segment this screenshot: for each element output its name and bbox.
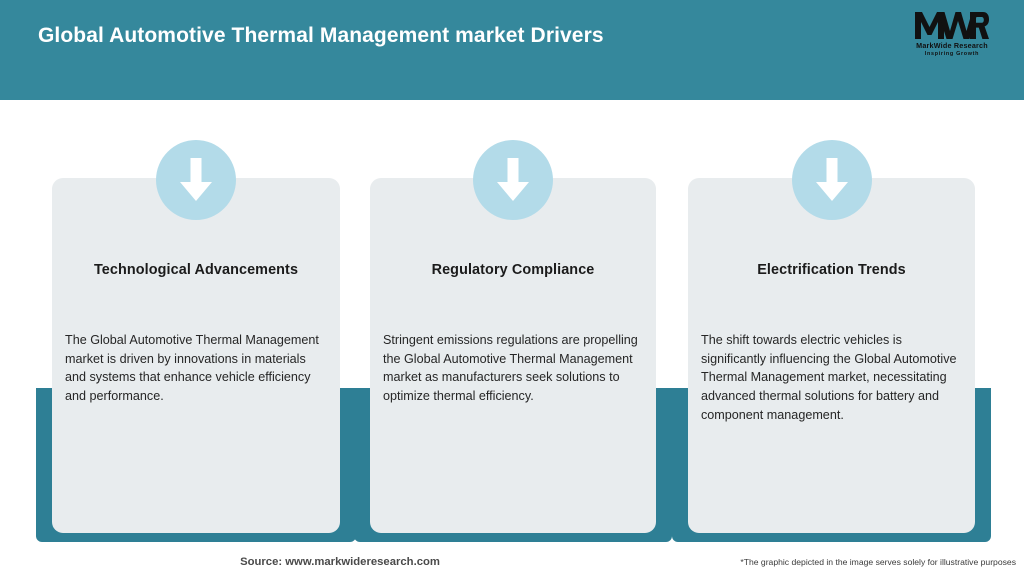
card-title: Regulatory Compliance: [431, 262, 595, 278]
card-body-text: The Global Automotive Thermal Management…: [65, 333, 319, 403]
down-arrow-icon: [815, 158, 848, 201]
mwr-logo-icon: [915, 12, 989, 39]
down-arrow-icon: [180, 158, 212, 201]
card-title: Technological Advancements: [93, 262, 299, 278]
card-panel: Regulatory Compliance Stringent emission…: [370, 178, 656, 533]
down-arrow-badge: [156, 140, 236, 220]
down-arrow-icon: [497, 158, 529, 201]
page-title: Global Automotive Thermal Management mar…: [38, 24, 604, 47]
card-body-text: The shift towards electric vehicles is s…: [701, 333, 957, 422]
down-arrow-badge: [473, 140, 553, 220]
down-arrow-badge: [791, 140, 872, 220]
card-body-text: Stringent emissions regulations are prop…: [383, 333, 638, 403]
disclaimer-note: *The graphic depicted in the image serve…: [740, 557, 1016, 567]
source-label: Source: www.markwideresearch.com: [240, 556, 440, 568]
logo-tagline: Inspiring Growth: [924, 51, 980, 57]
markwide-research-logo: MarkWide Research Inspiring Growth: [904, 10, 1000, 68]
logo-company-name: MarkWide Research: [916, 41, 988, 50]
card-panel: Electrification Trends The shift towards…: [688, 178, 975, 533]
header-band: Global Automotive Thermal Management mar…: [0, 0, 1024, 100]
card-panel: Technological Advancements The Global Au…: [52, 178, 340, 533]
card-title: Electrification Trends: [757, 262, 906, 278]
